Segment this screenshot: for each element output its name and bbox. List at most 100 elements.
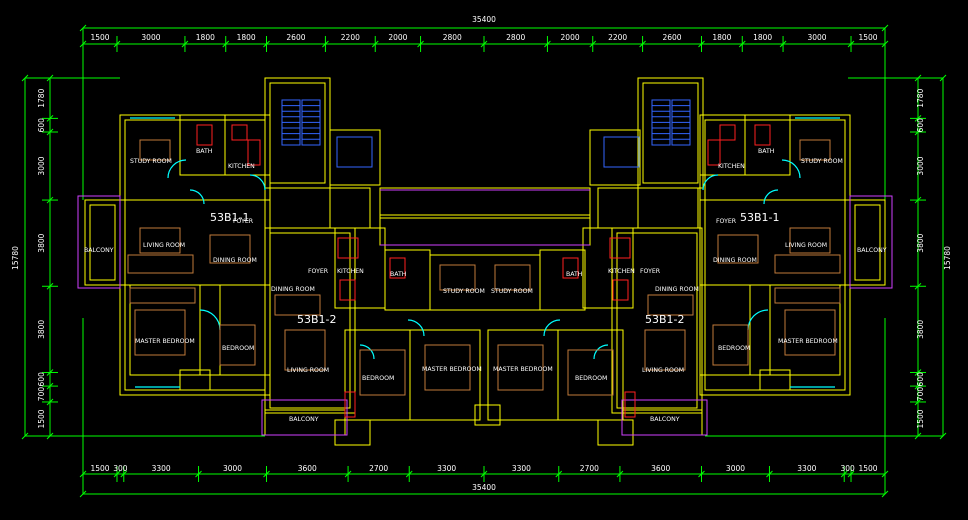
- top-dimension-labels: 1500 3000 1800 1800 2600 2200 2000 2800 2800 2000…: [90, 33, 877, 42]
- dimension-label: 300: [840, 464, 855, 473]
- dimension-label: 3000: [916, 156, 925, 175]
- room-label: BALCONY: [289, 416, 319, 423]
- dimension-label: 3000: [726, 464, 745, 473]
- room-label: STUDY ROOM: [801, 158, 843, 165]
- room-label: BEDROOM: [718, 345, 750, 352]
- dimension-label: 600: [37, 118, 46, 133]
- dimension-label: 2000: [388, 33, 407, 42]
- room-label: STUDY ROOM: [130, 158, 172, 165]
- plan-walls: [84, 77, 886, 446]
- room-label: BALCONY: [857, 247, 887, 254]
- room-label: KITCHEN: [608, 268, 635, 275]
- room-label: DINING ROOM: [213, 257, 257, 264]
- room-label: STUDY ROOM: [443, 288, 485, 295]
- room-label: DINING ROOM: [271, 286, 315, 293]
- stairs: [281, 99, 691, 168]
- dimension-label: 1800: [196, 33, 215, 42]
- overall-height-right: 15780: [943, 246, 952, 270]
- dimension-label: 3800: [37, 233, 46, 252]
- room-label: MASTER BEDROOM: [778, 338, 838, 345]
- room-label: KITCHEN: [228, 163, 255, 170]
- room-label: LIVING ROOM: [642, 367, 684, 374]
- room-label: MASTER BEDROOM: [422, 366, 482, 373]
- dimension-label: 3800: [916, 233, 925, 252]
- room-label: BEDROOM: [575, 375, 607, 382]
- stair-treads: [282, 105, 690, 140]
- dimension-label: 300: [113, 464, 128, 473]
- room-label: BALCONY: [650, 416, 680, 423]
- room-label: FOYER: [308, 268, 329, 275]
- dimension-label: 2600: [286, 33, 305, 42]
- room-label: MASTER BEDROOM: [135, 338, 195, 345]
- room-label: BEDROOM: [362, 375, 394, 382]
- room-label: BATH: [566, 271, 583, 278]
- dimension-label: 600: [916, 372, 925, 387]
- dimension-label: 600: [37, 372, 46, 387]
- dimension-label: 1800: [712, 33, 731, 42]
- left-middle-unit: [264, 227, 356, 414]
- dimension-label: 3300: [797, 464, 816, 473]
- dimension-label: 1500: [858, 33, 877, 42]
- dimension-label: 3800: [37, 320, 46, 339]
- overall-dimension-bottom: 35400: [472, 483, 496, 492]
- dimension-label: 2700: [580, 464, 599, 473]
- dimension-label: 3300: [512, 464, 531, 473]
- room-label: LIVING ROOM: [287, 367, 329, 374]
- room-label: LIVING ROOM: [143, 242, 185, 249]
- room-label: BATH: [196, 148, 213, 155]
- room-label: DINING ROOM: [655, 286, 699, 293]
- room-label: BATH: [390, 271, 407, 278]
- dimension-label: 2200: [341, 33, 360, 42]
- room-label: KITCHEN: [718, 163, 745, 170]
- dimension-label: 3000: [37, 156, 46, 175]
- dimension-lines: [21, 24, 947, 498]
- dimension-label: 1800: [237, 33, 256, 42]
- dimension-label: 2800: [443, 33, 462, 42]
- dimension-label: 3300: [152, 464, 171, 473]
- dimension-label: 3000: [141, 33, 160, 42]
- room-label: FOYER: [233, 218, 254, 225]
- dimension-label: 2200: [608, 33, 627, 42]
- dimension-label: 3800: [916, 320, 925, 339]
- dimension-label: 2600: [662, 33, 681, 42]
- dimension-label: 1500: [90, 33, 109, 42]
- dimension-label: 700: [916, 387, 925, 402]
- dimension-label: 3600: [298, 464, 317, 473]
- dimension-label: 1500: [90, 464, 109, 473]
- room-label: LIVING ROOM: [785, 242, 827, 249]
- dimension-label: 3300: [437, 464, 456, 473]
- room-label: BATH: [758, 148, 775, 155]
- dimension-label: 600: [916, 118, 925, 133]
- room-label: KITCHEN: [337, 268, 364, 275]
- room-label: FOYER: [640, 268, 661, 275]
- furniture: [127, 139, 841, 396]
- dimension-label: 1780: [37, 88, 46, 107]
- room-label: MASTER BEDROOM: [493, 366, 553, 373]
- unit-label: 53B1-1: [740, 211, 780, 224]
- center-corridor: [379, 187, 591, 219]
- dimension-label: 1500: [858, 464, 877, 473]
- unit-label: 53B1-2: [645, 313, 685, 326]
- unit-label: 53B1-1: [210, 211, 250, 224]
- dimension-label: 3600: [651, 464, 670, 473]
- room-label: DINING ROOM: [713, 257, 757, 264]
- dimension-label: 2000: [561, 33, 580, 42]
- dimension-label: 1500: [37, 409, 46, 428]
- dimension-label: 1780: [916, 88, 925, 107]
- dimension-label: 1800: [753, 33, 772, 42]
- dimension-label: 2800: [506, 33, 525, 42]
- room-label: BEDROOM: [222, 345, 254, 352]
- unit-label: 53B1-2: [297, 313, 337, 326]
- room-label: STUDY ROOM: [491, 288, 533, 295]
- room-label: FOYER: [716, 218, 737, 225]
- dimension-label: 1500: [916, 409, 925, 428]
- dimension-label: 3000: [807, 33, 826, 42]
- dimension-label: 700: [37, 387, 46, 402]
- overall-dimension-top: 35400: [472, 15, 496, 24]
- overall-height-left: 15780: [11, 246, 20, 270]
- dimension-label: 2700: [369, 464, 388, 473]
